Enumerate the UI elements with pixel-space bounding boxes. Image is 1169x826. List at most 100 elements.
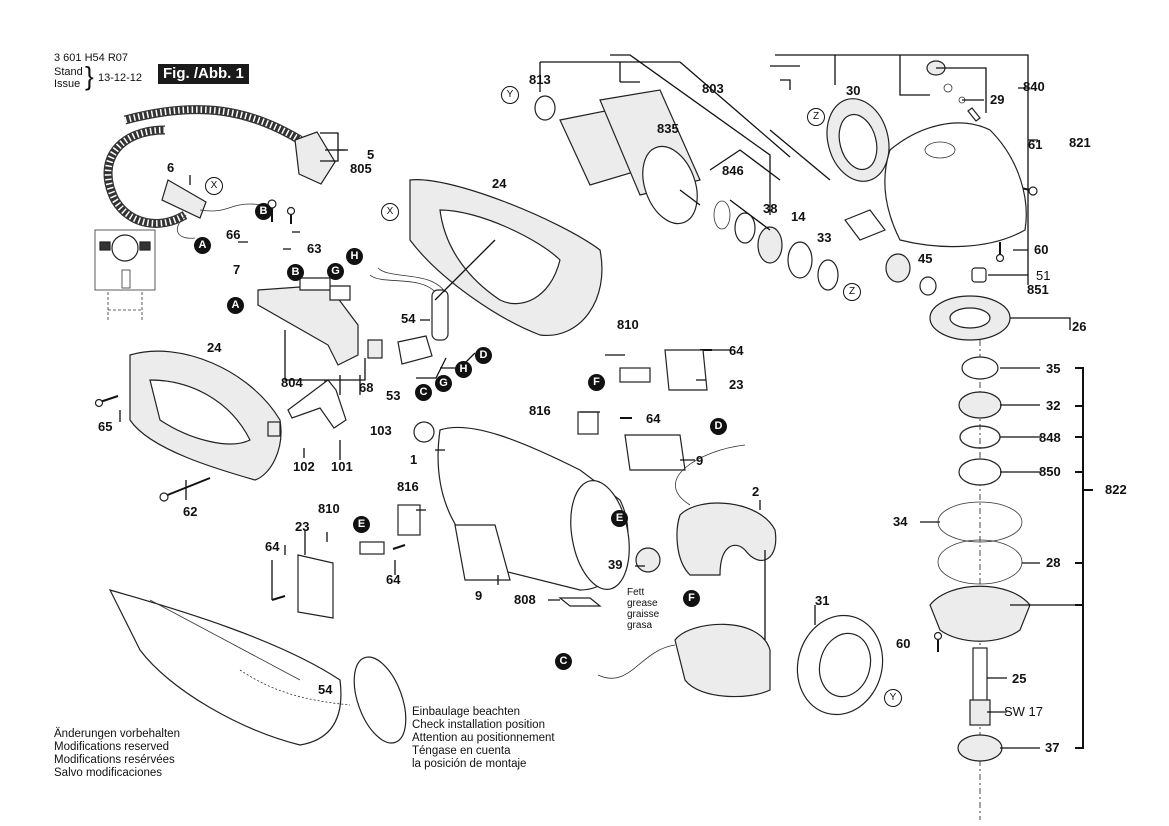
part-label-60-bottom: 60 [896, 636, 911, 651]
part-label-6: 6 [167, 160, 175, 175]
part-label-805: 805 [350, 161, 372, 176]
wrench-size-label: SW 17 [1004, 704, 1044, 719]
part-label-30: 30 [846, 83, 861, 98]
lock-lever-drawing [287, 379, 347, 429]
modifications-es: Salvo modificaciones [54, 767, 163, 779]
connector-marker-c: C [555, 653, 572, 670]
installation-en: Check installation position [412, 719, 545, 731]
field-coil-upper-drawing [676, 502, 777, 576]
label-plate-9a [454, 524, 511, 581]
modifications-note: Änderungen vorbehalten Modifications res… [54, 728, 180, 780]
installation-es-2: la posición de montaje [412, 758, 527, 770]
brush-cover-upper-drawing [664, 349, 708, 391]
installation-note: Einbaulage beachten Check installation p… [412, 706, 555, 771]
connector-marker-a: A [227, 297, 244, 314]
installation-es-1: Téngase en cuenta [412, 745, 511, 757]
part-label-62: 62 [183, 504, 198, 519]
part-label-34: 34 [893, 514, 908, 529]
modifications-fr: Modifications resérvées [54, 754, 175, 766]
capacitor-drawing [431, 289, 449, 341]
brace-icon: } [85, 61, 94, 91]
part-label-9-right: 9 [696, 453, 704, 468]
connector-marker-h: H [346, 248, 363, 265]
bearing-ring-38-drawing [757, 226, 783, 264]
reference-marker-y: Y [884, 689, 902, 707]
connector-marker-g: G [327, 263, 344, 280]
switch-assembly-drawing [257, 277, 433, 410]
installation-de: Einbaulage beachten [412, 706, 521, 718]
grease-note: Fett grease graisse grasa [627, 587, 659, 631]
brush-holder-upper-drawing [577, 411, 599, 435]
part-label-9-left: 9 [475, 588, 483, 603]
washer-drawing [734, 212, 756, 244]
part-label-31: 31 [815, 593, 830, 608]
circlip-drawing [713, 200, 731, 230]
part-label-29: 29 [990, 92, 1005, 107]
document-number: 3 601 H54 R07 [54, 52, 128, 64]
connector-marker-c: C [415, 384, 432, 401]
brush-holder-lower-drawing [397, 504, 421, 536]
part-label-64-upper: 64 [729, 343, 744, 358]
bearing-14-drawing [787, 241, 813, 279]
reference-marker-y: Y [501, 86, 519, 104]
part-label-101: 101 [331, 459, 353, 474]
part-label-850: 850 [1039, 464, 1061, 479]
connector-marker-h: H [455, 361, 472, 378]
connector-marker-d: D [475, 347, 492, 364]
reference-marker-z: Z [843, 283, 861, 301]
grease-note-es: grasa [627, 620, 653, 631]
connector-marker-e: E [353, 516, 370, 533]
reference-marker-x: X [381, 203, 399, 221]
part-label-103: 103 [370, 423, 392, 438]
power-cord-drawing [103, 105, 348, 239]
part-label-803: 803 [702, 81, 724, 96]
part-label-38: 38 [763, 201, 778, 216]
connector-marker-g: G [435, 375, 452, 392]
part-label-25: 25 [1012, 671, 1027, 686]
part-label-816-upper: 816 [529, 403, 551, 418]
part-label-26: 26 [1072, 319, 1087, 334]
gear-housing-drawing [884, 122, 1027, 248]
drive-pinion-drawing [885, 253, 911, 283]
part-label-54-inset: 54 [318, 682, 333, 697]
part-label-51: 51 [1036, 268, 1051, 283]
part-label-23-upper: 23 [729, 377, 744, 392]
connector-marker-b: B [287, 264, 304, 281]
part-label-14: 14 [791, 209, 806, 224]
connector-marker-b: B [255, 203, 272, 220]
part-label-1: 1 [410, 452, 418, 467]
part-label-39: 39 [608, 557, 623, 572]
figure-label: Fig. /Abb. 1 [158, 64, 249, 84]
filter-drawing [844, 209, 886, 241]
modifications-de: Änderungen vorbehalten [54, 728, 180, 740]
part-label-813: 813 [529, 72, 551, 87]
nut-drawing [919, 276, 937, 296]
connector-marker-d: D [710, 418, 727, 435]
part-label-66: 66 [226, 227, 241, 242]
part-label-822: 822 [1105, 482, 1127, 497]
part-label-33: 33 [817, 230, 832, 245]
part-label-63: 63 [307, 241, 322, 256]
part-label-24-lower: 24 [207, 340, 222, 355]
armature-drawing [559, 89, 701, 225]
issue-date: 13-12-12 [98, 72, 143, 84]
part-label-821: 821 [1069, 135, 1091, 150]
part-label-61: 61 [1028, 137, 1043, 152]
leader-lines [119, 54, 1093, 749]
part-label-810-upper: 810 [617, 317, 639, 332]
part-label-23-lower: 23 [295, 519, 310, 534]
part-label-35: 35 [1046, 361, 1061, 376]
connector-marker-e: E [611, 510, 628, 527]
grease-note-de: Fett [627, 587, 645, 598]
spring-drawing [267, 421, 281, 437]
part-label-7: 7 [233, 262, 241, 277]
part-label-68: 68 [359, 380, 374, 395]
part-label-45: 45 [918, 251, 933, 266]
connector-marker-f: F [588, 374, 605, 391]
installation-fr: Attention au positionnement [412, 732, 555, 744]
label-plate-9b [624, 434, 686, 471]
part-label-64-mid: 64 [646, 411, 661, 426]
spindle-stack-drawing [929, 340, 1031, 820]
part-label-32: 32 [1046, 398, 1061, 413]
